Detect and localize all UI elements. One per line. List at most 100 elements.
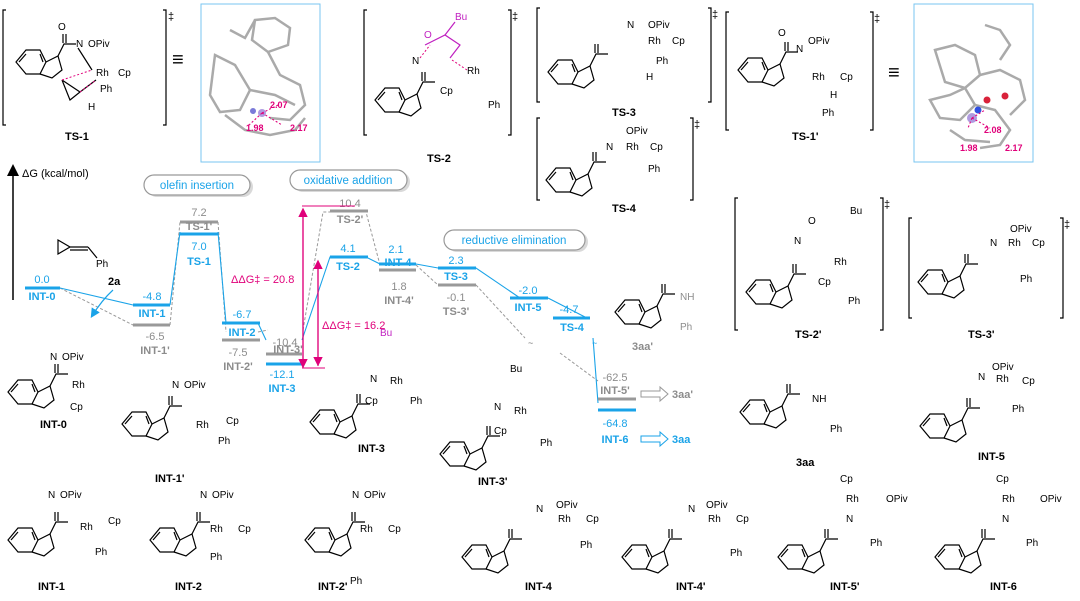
svg-text:Cp: Cp bbox=[118, 68, 131, 79]
svg-text:N: N bbox=[172, 380, 179, 391]
svg-text:N: N bbox=[76, 39, 83, 50]
svg-text:Rh: Rh bbox=[558, 514, 571, 525]
svg-text:H: H bbox=[830, 90, 837, 101]
product-label: 3aa' bbox=[672, 389, 693, 401]
level-ts3p-label: TS-3' bbox=[443, 306, 470, 318]
svg-text:Rh: Rh bbox=[72, 380, 85, 391]
svg-text:N: N bbox=[688, 504, 695, 515]
svg-text:OPiv: OPiv bbox=[62, 352, 84, 363]
svg-text:OPiv: OPiv bbox=[212, 490, 234, 501]
svg-text:N: N bbox=[990, 238, 997, 249]
svg-text:N: N bbox=[1002, 514, 1009, 525]
svg-text:N: N bbox=[627, 20, 634, 31]
svg-text:OPiv: OPiv bbox=[364, 490, 386, 501]
svg-text:Ph: Ph bbox=[100, 84, 112, 95]
svg-text:Rh: Rh bbox=[648, 36, 661, 47]
structure-label: INT-5' bbox=[830, 581, 860, 593]
structure-label: INT-6 bbox=[990, 581, 1017, 593]
bond-distance: 2.07 bbox=[270, 100, 288, 110]
svg-text:OPiv: OPiv bbox=[808, 36, 830, 47]
structure-label: INT-4' bbox=[676, 581, 706, 593]
svg-text:Ph: Ph bbox=[848, 296, 860, 307]
svg-text:Ph: Ph bbox=[410, 396, 422, 407]
svg-text:Cp: Cp bbox=[840, 474, 853, 485]
structure-int4: N OPiv Rh Cp Ph INT-4 bbox=[461, 500, 599, 593]
level-int0-label: INT-0 bbox=[29, 291, 56, 303]
level-int1-label: INT-1 bbox=[139, 308, 166, 320]
level-int4p-label: INT-4' bbox=[384, 295, 414, 307]
svg-text:NH: NH bbox=[680, 292, 694, 303]
svg-text:OPiv: OPiv bbox=[60, 490, 82, 501]
svg-text:Ph: Ph bbox=[830, 424, 842, 435]
y-axis-label: ΔG (kcal/mol) bbox=[22, 168, 89, 180]
svg-text:Bu: Bu bbox=[510, 364, 522, 375]
ddg-arrows bbox=[298, 205, 355, 369]
structure-label: 3aa bbox=[796, 457, 815, 469]
level-int3p-label-visible: INT-3' bbox=[273, 344, 303, 356]
svg-text:Cp: Cp bbox=[1022, 376, 1035, 387]
svg-text:OPiv: OPiv bbox=[556, 500, 578, 511]
level-int5-value: -2.0 bbox=[519, 285, 538, 297]
svg-text:NH: NH bbox=[812, 394, 826, 405]
svg-text:Ph: Ph bbox=[648, 164, 660, 175]
svg-text:Rh: Rh bbox=[846, 494, 859, 505]
svg-text:OPiv: OPiv bbox=[1010, 224, 1032, 235]
identity-symbol: ≡ bbox=[172, 49, 184, 71]
level-ts3p-value: -0.1 bbox=[447, 292, 466, 304]
svg-text:‡: ‡ bbox=[874, 13, 880, 25]
level-int0-value: 0.0 bbox=[34, 274, 49, 286]
structure-int6: Cp Rh OPiv N Ph INT-6 bbox=[934, 474, 1062, 593]
svg-text:Cp: Cp bbox=[840, 72, 853, 83]
svg-text:‡: ‡ bbox=[1064, 219, 1070, 231]
level-ts2-value: 4.1 bbox=[340, 243, 355, 255]
svg-text:O: O bbox=[424, 30, 432, 41]
structure-label: TS-4 bbox=[612, 203, 637, 215]
svg-text:Rh: Rh bbox=[812, 72, 825, 83]
structure-label: INT-1 bbox=[38, 581, 65, 593]
svg-text:OPiv: OPiv bbox=[1040, 494, 1062, 505]
level-int2p-value: -7.5 bbox=[229, 347, 248, 359]
structure-label: 3aa' bbox=[632, 341, 653, 353]
level-int1p-label: INT-1' bbox=[140, 345, 170, 357]
svg-text:Bu: Bu bbox=[455, 12, 467, 23]
svg-text:Cp: Cp bbox=[238, 524, 251, 535]
svg-text:Rh: Rh bbox=[96, 68, 109, 79]
structure-ts2: ‡ O N Rh Cp Bu Ph TS-2 bbox=[363, 9, 518, 165]
ddg-first: ΔΔG‡ = 20.8 bbox=[231, 274, 294, 286]
svg-text:Cp: Cp bbox=[440, 86, 453, 97]
process-label: oxidative addition bbox=[304, 175, 393, 187]
axis-break-left: ~ bbox=[528, 338, 533, 348]
level-int4p-value: 1.8 bbox=[391, 281, 406, 293]
level-int1-value: -4.8 bbox=[143, 291, 162, 303]
svg-text:Rh: Rh bbox=[514, 406, 527, 417]
level-ts4-value: -4.7 bbox=[560, 304, 579, 316]
svg-text:‡: ‡ bbox=[884, 199, 890, 211]
svg-text:N: N bbox=[536, 504, 543, 515]
svg-text:OPiv: OPiv bbox=[626, 126, 648, 137]
structure-int2: N OPiv Rh Cp Ph INT-2 bbox=[149, 490, 251, 593]
structure-label: INT-4 bbox=[525, 581, 553, 593]
svg-text:Rh: Rh bbox=[210, 524, 223, 535]
structure-label: TS-2' bbox=[795, 329, 822, 341]
level-int1p-value: -6.5 bbox=[146, 331, 165, 343]
dagger: ‡ bbox=[168, 11, 174, 23]
product-arrow-gray: 3aa' bbox=[640, 385, 693, 403]
bond-distance: 2.08 bbox=[984, 125, 1002, 135]
structure-ts1p: ‡ O N OPiv Rh Cp H Ph TS-1' bbox=[725, 11, 880, 143]
svg-text:Rh: Rh bbox=[1008, 238, 1021, 249]
level-ts3-value: 2.3 bbox=[448, 255, 463, 267]
svg-text:Cp: Cp bbox=[672, 36, 685, 47]
svg-text:N: N bbox=[846, 514, 853, 525]
process-label: olefin insertion bbox=[160, 180, 234, 192]
reagent-label: 2a bbox=[108, 276, 121, 288]
structure-ts3p: ‡ OPiv N Rh Cp Ph TS-3' bbox=[908, 217, 1070, 341]
process-label: reductive elimination bbox=[462, 235, 567, 247]
svg-text:Ph: Ph bbox=[1012, 404, 1024, 415]
structure-label: INT-3' bbox=[478, 476, 508, 488]
bond-distance: 2.17 bbox=[290, 123, 308, 133]
level-ts1-value: 7.0 bbox=[191, 241, 206, 253]
structure-int3: N Rh Cp Ph Bu INT-3 bbox=[309, 328, 422, 455]
svg-text:N: N bbox=[352, 490, 359, 501]
structure-label: INT-2 bbox=[175, 581, 202, 593]
structure-label: INT-1' bbox=[155, 473, 185, 485]
